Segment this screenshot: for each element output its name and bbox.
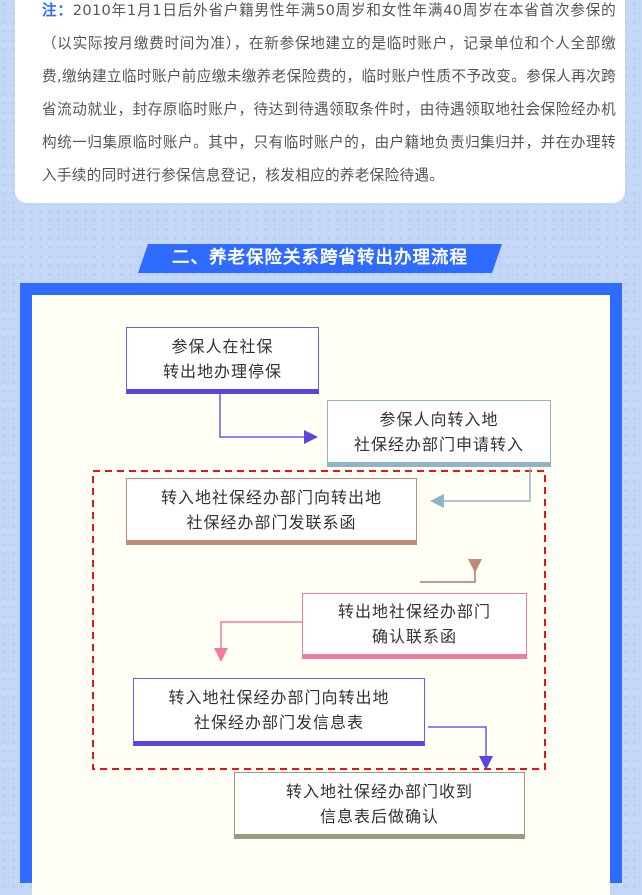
note-card: 注：2010年1月1日后外省户籍男性年满50周岁和女性年满40周岁在本省首次参保…	[15, 0, 625, 203]
arrowhead-icon	[214, 648, 228, 662]
arrowhead-icon	[430, 494, 444, 508]
step-5-line-1: 转入地社保经办部门向转出地	[168, 688, 390, 707]
flow-step-2: 参保人向转入地社保经办部门申请转入	[327, 400, 551, 467]
note-label: 注：	[42, 2, 73, 19]
step-2-line-1: 参保人向转入地	[379, 409, 499, 429]
arrow-4-to-5	[220, 621, 302, 648]
arrowhead-icon	[479, 756, 493, 770]
step-4-line-2: 确认联系函	[371, 627, 457, 646]
step-6-line-2: 信息表后做确认	[319, 806, 439, 826]
note-text: 注：2010年1月1日后外省户籍男性年满50周岁和女性年满40周岁在本省首次参保…	[42, 0, 616, 192]
arrow-5-to-6	[428, 726, 487, 756]
step-3-line-1: 转入地社保经办部门向转出地	[160, 487, 382, 507]
arrow-1-to-2	[219, 394, 304, 438]
arrow-2-to-3	[444, 468, 531, 502]
section-title: 二、养老保险关系跨省转出办理流程	[138, 244, 502, 273]
step-2-line-2: 社保经办部门申请转入	[353, 434, 524, 454]
flow-step-6: 转入地社保经办部门收到信息表后做确认	[234, 772, 525, 839]
step-1-line-1: 参保人在社保	[171, 336, 274, 356]
note-body: 2010年1月1日后外省户籍男性年满50周岁和女性年满40周岁在本省首次参保的（…	[42, 2, 616, 184]
step-3-line-2: 社保经办部门发联系函	[186, 512, 357, 532]
step-5-line-2: 社保经办部门发信息表	[193, 713, 364, 732]
step-6-line-1: 转入地社保经办部门收到	[285, 781, 473, 801]
flow-step-4: 转出地社保经办部门确认联系函	[302, 593, 527, 659]
flow-step-3: 转入地社保经办部门向转出地社保经办部门发联系函	[126, 478, 417, 545]
highlight-dashed-region	[92, 470, 546, 770]
step-4-line-1: 转出地社保经办部门	[337, 602, 491, 621]
step-1-line-2: 转出地办理停保	[162, 361, 282, 381]
flow-step-5: 转入地社保经办部门向转出地社保经办部门发信息表	[133, 678, 425, 746]
arrowhead-icon	[304, 430, 318, 444]
flowchart-connectors	[92, 394, 546, 770]
flow-step-1: 参保人在社保转出地办理停保	[126, 327, 319, 394]
